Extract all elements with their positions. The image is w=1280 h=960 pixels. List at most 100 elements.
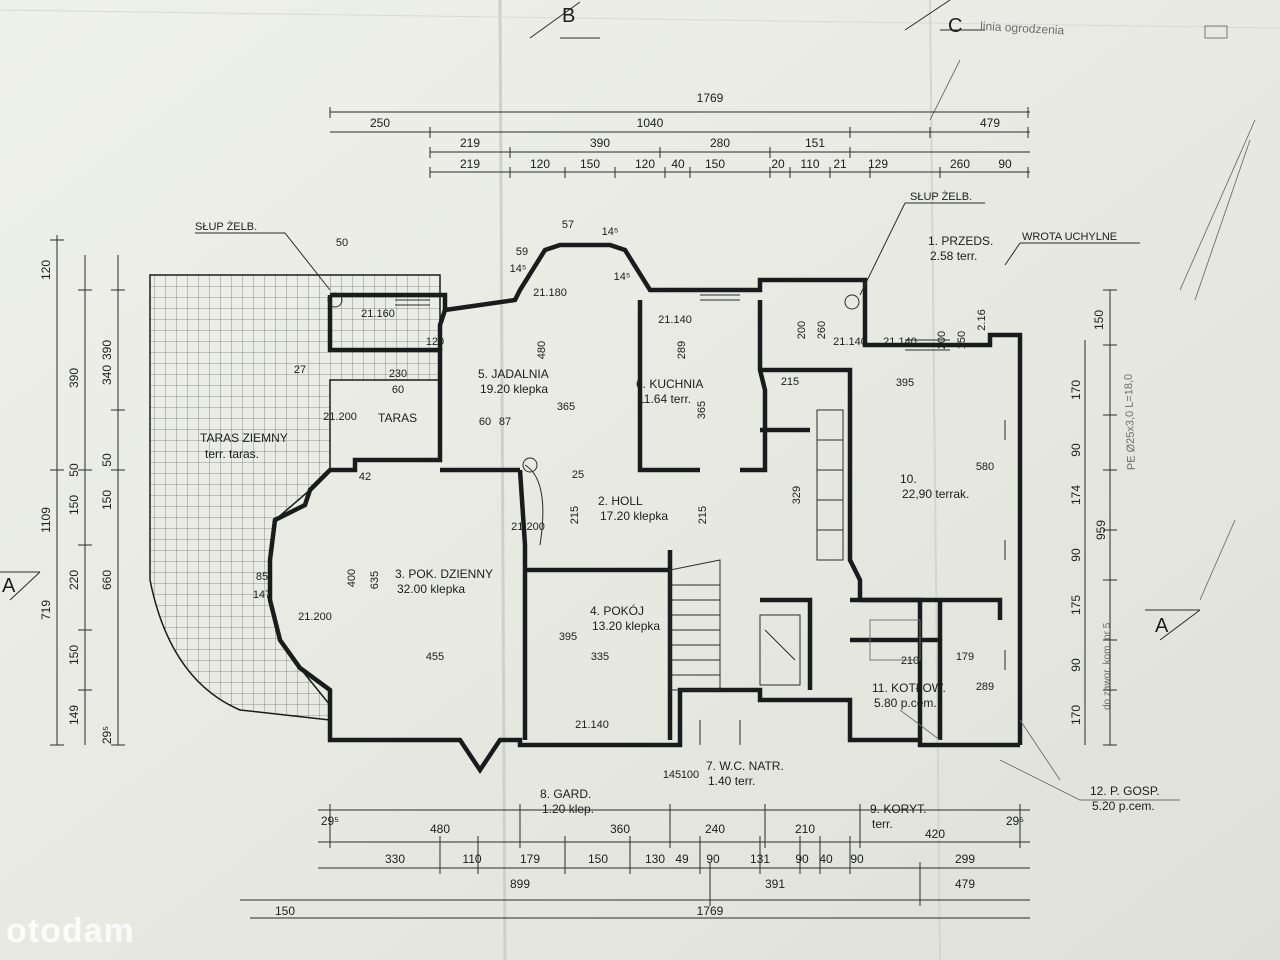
hall-arc [524, 464, 544, 546]
dim-interior: 400 [346, 569, 358, 587]
room-1-name: 1. PRZEDS. [928, 234, 993, 248]
dim-top-row3: 219 [460, 157, 480, 171]
dim-interior: 50 [336, 237, 348, 249]
dim-bottom-row3: 479 [955, 877, 975, 891]
dim-interior: 260 [816, 321, 828, 339]
pencil-note-pipe: PE Ø25x3,0 L=18,0 [1123, 374, 1138, 471]
room-9-name: 9. KORYT. [870, 802, 926, 816]
dim-interior: 395 [896, 377, 914, 389]
dim-interior: 100 [681, 769, 699, 781]
dim-bottom-row1: 29⁵ [321, 814, 339, 828]
dim-bottom-row2: 179 [520, 852, 540, 866]
dim-left-mid: 220 [67, 570, 81, 590]
dim-interior: 150 [956, 331, 968, 349]
dim-bottom-row2: 330 [385, 852, 405, 866]
dim-top-row2: 280 [710, 136, 730, 150]
dim-bottom-row2: 130 [645, 852, 665, 866]
dim-left-inner: 660 [100, 570, 114, 590]
dim-bottom-row1: 29⁵ [1006, 814, 1024, 828]
dim-bottom-row2: 299 [955, 852, 975, 866]
column-right [844, 294, 860, 310]
dim-top-row3: 120 [530, 157, 550, 171]
dim-left-outer: 1109 [39, 507, 53, 533]
dim-bottom-row1: 360 [610, 822, 630, 836]
dim-interior: 60 [479, 416, 491, 428]
dim-top-row1: 479 [980, 116, 1000, 130]
label-wrota: WROTA UCHYLNE [1022, 231, 1117, 243]
room-6-name: 6. KUCHNIA [636, 377, 703, 391]
room-10-area: 22,90 terrak. [902, 487, 969, 501]
dim-right: 175 [1069, 595, 1083, 615]
dim-interior: 215 [697, 506, 709, 524]
staircase [669, 559, 721, 691]
dim-bottom-row2: 49 [675, 852, 689, 866]
dim-top-row3: 90 [998, 157, 1012, 171]
section-label-a-right: A [1155, 615, 1169, 637]
room-2-area: 17.20 klepka [600, 509, 668, 523]
room-1-area: 2.58 terr. [930, 249, 977, 263]
dim-interior: 21.140 [658, 314, 692, 326]
dim-bottom-row2: 110 [462, 852, 481, 866]
dim-interior: 147 [253, 589, 271, 601]
dim-interior: 335 [591, 651, 609, 663]
dim-bottom-row3: 899 [510, 877, 530, 891]
label-taras-ziemny: TARAS ZIEMNY [200, 431, 288, 445]
dim-top-row1: 250 [370, 116, 390, 130]
dim-interior: 57 [562, 219, 574, 231]
dim-right: 170 [1069, 705, 1083, 725]
building-walls [267, 242, 1023, 775]
pencil-note-valve: do zawor. kom. nr 5 [1102, 622, 1113, 710]
section-label-a-left: A [2, 575, 16, 597]
section-label-b: B [562, 5, 575, 27]
dim-interior: 365 [557, 401, 575, 413]
room-10-name: 10. [900, 472, 917, 486]
dim-left-inner: 29⁵ [100, 726, 114, 744]
dim-right: 90 [1069, 658, 1083, 672]
room-8-name: 8. GARD. [540, 787, 591, 801]
dim-interior: 27 [294, 364, 306, 376]
column-left [327, 292, 343, 308]
dim-left-inner: 50 [100, 453, 114, 467]
dim-left-outer: 120 [39, 260, 53, 280]
dim-interior: 230 [389, 368, 407, 380]
pencil-lines [929, 59, 1256, 601]
pencil-note-top: linia ogrodzenia [980, 19, 1065, 37]
dim-interior: 635 [369, 571, 381, 589]
dim-right: 90 [1069, 443, 1083, 457]
dim-top-row2: 390 [590, 136, 610, 150]
dim-interior: 365 [696, 401, 708, 419]
dim-interior: 21.140 [883, 336, 917, 348]
dimension-lines [50, 107, 1117, 919]
dim-interior: 21.200 [323, 411, 357, 423]
dim-left-mid: 390 [67, 368, 81, 388]
paper-fold [498, 0, 507, 960]
dim-left-inner: 390 [100, 340, 114, 360]
dim-interior: 289 [676, 341, 688, 359]
dim-interior: 145 [663, 769, 681, 781]
boiler-outline [869, 619, 921, 661]
room-7-area: 1.40 terr. [708, 774, 755, 788]
room-3-name: 3. POK. DZIENNY [395, 567, 493, 581]
dim-interior: 289 [976, 681, 994, 693]
dim-bottom-left: 150 [275, 904, 295, 918]
dim-interior: 179 [956, 651, 974, 663]
room-8-area: 1.20 klep. [542, 802, 594, 816]
section-mark-a-left: A [0, 571, 41, 601]
dim-bottom-total: 1769 [697, 904, 724, 918]
dim-interior: 21.200 [511, 521, 545, 533]
dim-left-mid: 150 [67, 495, 81, 515]
dim-top-total: 1769 [697, 91, 724, 105]
dim-top-row3: 260 [950, 157, 970, 171]
dim-bottom-row1: 480 [430, 822, 450, 836]
dim-interior: 59 [516, 246, 528, 258]
dim-top-row3: 129 [868, 157, 888, 171]
dim-top-row3: 120 [635, 157, 655, 171]
dim-bottom-row2: 40 [819, 852, 833, 866]
dim-interior: 480 [536, 341, 548, 359]
dim-interior: 14⁵ [510, 263, 527, 275]
dim-right: 174 [1069, 485, 1083, 505]
dim-interior: 87 [499, 416, 511, 428]
dim-left-mid: 50 [67, 463, 81, 477]
